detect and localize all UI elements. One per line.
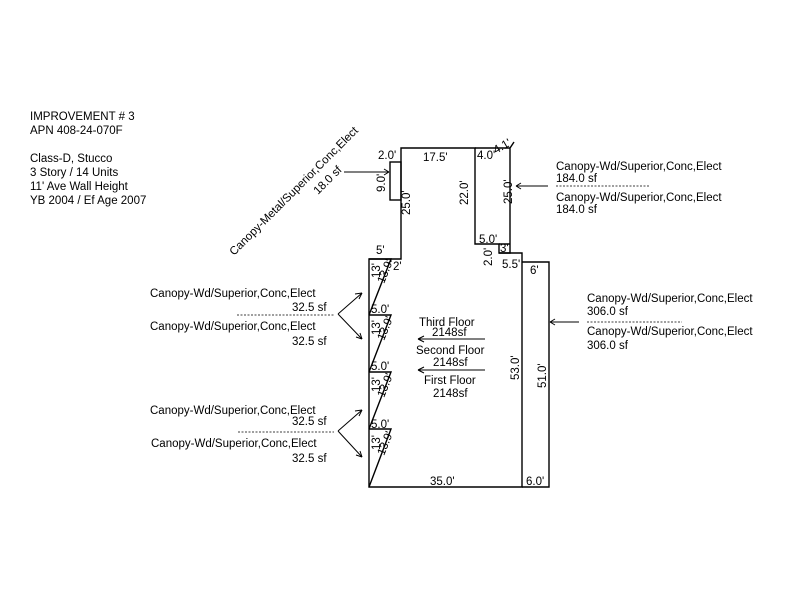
building-outline [368,147,523,488]
dim-notch-right: 3' [500,243,509,255]
left-canopy-1-area-2: 32.5 sf [292,336,327,348]
svg-text:5.0': 5.0' [371,304,389,316]
right-canopy-area-1: 306.0 sf [587,306,629,318]
third-floor-area: 2148sf [432,327,467,339]
left-canopy-1-label-1: Canopy-Wd/Superior,Conc,Elect [150,288,316,300]
dim-left-step: 5' [376,245,385,257]
story-units: 3 Story / 14 Units [30,167,118,179]
right-canopy-label-1: Canopy-Wd/Superior,Conc,Elect [587,293,753,305]
dim-bottom-right: 6.0' [526,476,544,488]
dim-left-wing-height: 25.0' [401,190,413,215]
floor-arrows [417,335,485,374]
svg-text:13.9': 13.9' [376,430,396,457]
dim-right-canopy-height: 51.0' [537,363,549,388]
svg-text:13': 13' [371,377,383,392]
first-floor-label: First Floor [424,375,476,387]
svg-text:5.0': 5.0' [371,419,389,431]
top-right-canopy-area-1: 184.0 sf [556,173,598,185]
dim-right-wing-height: 22.0' [459,180,471,205]
third-floor-label: Third Floor [419,317,475,329]
dim-notch-height: 2.0' [483,248,495,266]
left-canopy-1-area-1: 32.5 sf [292,302,327,314]
svg-text:13.9': 13.9' [376,372,396,399]
left-canopy-1-leader [337,292,363,340]
metal-canopy-outline [389,161,402,201]
dim-top-right-small: 4.0' [477,150,495,162]
right-upper-wing [475,141,515,254]
metal-canopy-label: Canopy-Metal/Superior,Conc,Elect [228,124,362,258]
left-canopy-2-leader [337,409,363,458]
left-canopy-2-area-2: 32.5 sf [292,453,327,465]
left-canopy-1-label-2: Canopy-Wd/Superior,Conc,Elect [150,321,316,333]
right-canopy-label-2: Canopy-Wd/Superior,Conc,Elect [587,326,753,338]
dim-left-step-2: 2' [393,261,402,273]
svg-text:13.9': 13.9' [376,315,396,342]
svg-text:13': 13' [371,435,383,450]
dim-bottom-width: 35.0' [430,476,455,488]
building-class: Class-D, Stucco [30,153,112,165]
left-canopy-2-label-1: Canopy-Wd/Superior,Conc,Elect [150,405,316,417]
dim-canopy-inner-width: 6' [530,265,539,277]
left-canopy-2-label-2: Canopy-Wd/Superior,Conc,Elect [151,438,317,450]
year-built: YB 2004 / Ef Age 2007 [30,195,146,207]
right-canopy-area-2: 306.0 sf [587,340,629,352]
dim-main-height: 53.0' [510,355,522,380]
top-right-canopy-label-2: Canopy-Wd/Superior,Conc,Elect [556,192,722,204]
apn-number: APN 408-24-070F [30,125,123,137]
top-right-canopy-label-1: Canopy-Wd/Superior,Conc,Elect [556,161,722,173]
second-floor-area: 2148sf [433,357,468,369]
dim-step-right: 5.5' [502,259,520,271]
svg-text:5.0': 5.0' [371,361,389,373]
svg-text:13': 13' [371,263,383,278]
first-floor-area: 2148sf [433,388,468,400]
second-floor-label: Second Floor [416,345,485,357]
right-canopy-outline [522,261,550,488]
dim-top-width: 17.5' [423,152,448,164]
dim-metal-canopy-height: 9.0' [376,174,388,192]
dim-notch-width: 5.0' [479,234,497,246]
wall-height: 11' Ave Wall Height [30,181,129,193]
svg-text:13': 13' [371,320,383,335]
top-right-canopy-area-2: 184.0 sf [556,204,598,216]
header-block: IMPROVEMENT # 3 APN 408-24-070F Class-D,… [30,111,146,207]
left-canopy-2-area-1: 32.5 sf [292,416,327,428]
dim-right-outer-height: 25.0' [503,179,515,204]
improvement-number: IMPROVEMENT # 3 [30,111,135,123]
dim-top-left-small: 2.0' [378,150,396,162]
